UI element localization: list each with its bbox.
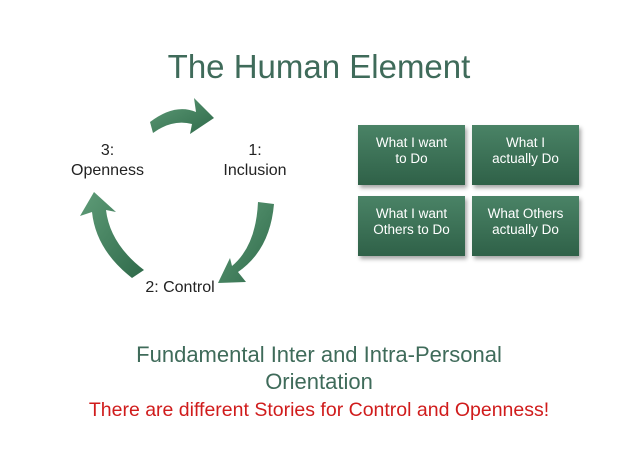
node-inclusion: 1: Inclusion (210, 141, 300, 181)
arrow-top (150, 98, 214, 134)
subtitle: Fundamental Inter and Intra-Personal Ori… (136, 342, 502, 394)
tagline: There are different Stories for Control … (88, 399, 550, 421)
box-want-others: What I want Others to Do (358, 196, 465, 256)
node-openness-label: 3: Openness (71, 142, 144, 179)
box-want-to-do-label: What I want to Do (375, 135, 448, 166)
node-control-label: 2: Control (145, 279, 215, 296)
box-want-to-do: What I want to Do (358, 125, 465, 185)
node-inclusion-label: 1: Inclusion (223, 142, 287, 179)
page-title: The Human Element (167, 48, 471, 85)
box-actually-do: What I actually Do (472, 125, 579, 185)
box-others-actually-label: What Others actually Do (487, 206, 564, 237)
node-openness: 3: Openness (55, 141, 160, 181)
box-others-actually: What Others actually Do (472, 196, 579, 256)
arrow-left (80, 192, 144, 278)
box-want-others-label: What I want Others to Do (373, 206, 450, 237)
arrow-right (218, 202, 274, 283)
node-control: 2: Control (130, 278, 230, 298)
box-actually-do-label: What I actually Do (492, 135, 559, 166)
